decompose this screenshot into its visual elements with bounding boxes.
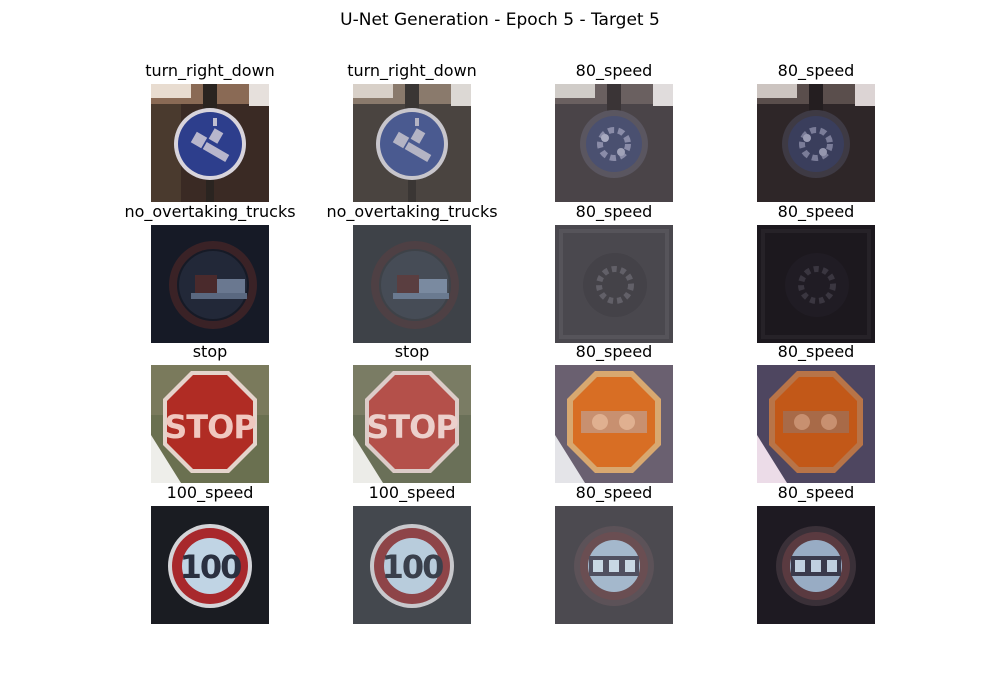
cell-label: no_overtaking_trucks	[124, 202, 296, 221]
cell-label: 80_speed	[575, 202, 653, 221]
cell-label: no_overtaking_trucks	[326, 202, 498, 221]
stop-text: STOP	[366, 408, 458, 446]
cell-label: turn_right_down	[347, 61, 477, 80]
sign-image-turn-right-down	[151, 84, 269, 202]
cell-label: 80_speed	[777, 342, 855, 361]
cell-label: 80_speed	[777, 483, 855, 502]
cell-label: 80_speed	[575, 342, 653, 361]
svg-text:STOP: STOP	[164, 408, 256, 446]
sign-image-turn-right-down	[353, 84, 471, 202]
generated-image-80-speed	[555, 84, 673, 202]
generated-image-80-speed	[757, 365, 875, 483]
cell-label: stop	[394, 342, 430, 361]
sign-image-no-overtaking-trucks	[151, 225, 269, 343]
generated-image-80-speed	[555, 506, 673, 624]
cell-label: 80_speed	[777, 202, 855, 221]
sign-image-stop: STOP	[151, 365, 269, 483]
generated-image-80-speed	[555, 225, 673, 343]
cell-label: 100_speed	[368, 483, 456, 502]
cell-label: stop	[192, 342, 228, 361]
generated-image-80-speed	[555, 365, 673, 483]
generated-image-80-speed	[757, 506, 875, 624]
sign-image-no-overtaking-trucks	[353, 225, 471, 343]
sign-image-100-speed: 100	[353, 506, 471, 624]
cell-label: 80_speed	[575, 61, 653, 80]
cell-label: 100_speed	[166, 483, 254, 502]
sign-image-stop: STOP	[353, 365, 471, 483]
cell-label: turn_right_down	[145, 61, 275, 80]
cell-label: 80_speed	[777, 61, 855, 80]
figure-title: U-Net Generation - Epoch 5 - Target 5	[340, 10, 660, 30]
sign-image-100-speed: 100	[151, 506, 269, 624]
speed-text: 100	[382, 548, 444, 586]
generated-image-80-speed	[757, 225, 875, 343]
speed-text: 100	[180, 548, 242, 586]
cell-label: 80_speed	[575, 483, 653, 502]
generated-image-80-speed	[757, 84, 875, 202]
